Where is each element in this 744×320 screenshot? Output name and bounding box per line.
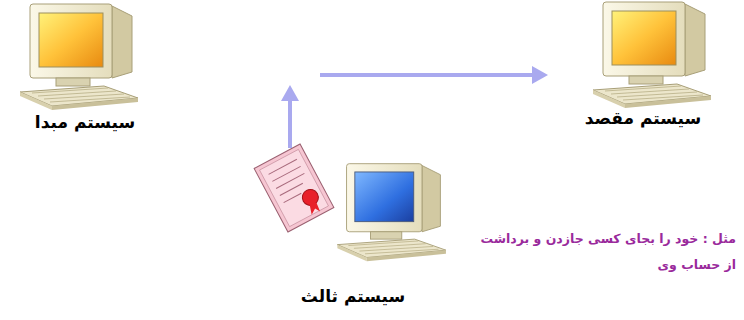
computer-icon [20,4,138,110]
node-label: سیستم مقصد [548,108,738,128]
node-label: سیستم ثالث [262,286,444,306]
computer-node: سیستم مقصد [548,0,738,140]
computer-node: سیستم ثالث [262,148,444,320]
arrow-head [532,66,548,84]
arrow-line [320,73,534,77]
arrow-head [281,85,299,101]
annotation-note: مثل : خود را بجای کسی جازدن و برداشت از … [478,226,736,278]
flow-arrow [281,66,548,148]
certificate-icon [254,144,334,232]
computer-node: سیستم مبدا [0,0,170,148]
computer-icon [337,164,446,262]
node-label: سیستم مبدا [0,112,170,132]
computer-icon [593,2,711,108]
